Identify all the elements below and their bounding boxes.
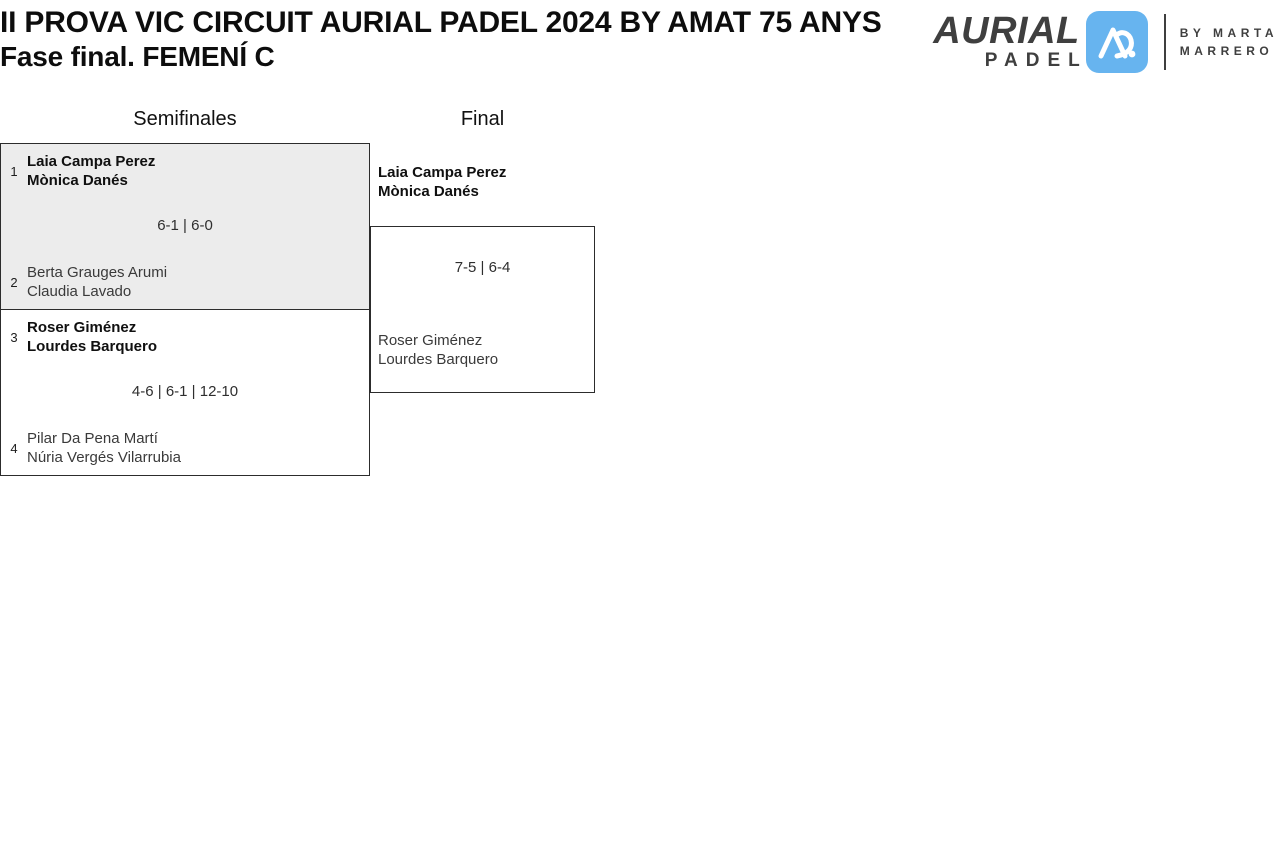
player-name-2: Lourdes Barquero	[27, 338, 158, 355]
player-name-2: Mònica Danés	[378, 183, 479, 200]
player-name-2: Núria Vergés Vilarrubia	[27, 449, 181, 466]
player-name-1: Pilar Da Pena Martí	[27, 430, 158, 447]
player-name-1: Roser Giménez	[27, 319, 137, 336]
player-name-1: Laia Campa Perez	[378, 164, 507, 181]
logo-divider	[1163, 14, 1166, 70]
match-team-bottom[interactable]: 4 Pilar Da Pena Martí Núria Vergés Vilar…	[1, 429, 369, 467]
match-score: 7-5 | 6-4	[454, 259, 511, 276]
tournament-subtitle: Fase final. FEMENÍ C	[0, 41, 275, 72]
match-score: 4-6 | 6-1 | 12-10	[131, 383, 239, 400]
final-team-top[interactable]: Laia Campa Perez Mònica Danés	[378, 163, 506, 201]
tournament-title: II PROVA VIC CIRCUIT AURIAL PADEL 2024 B…	[0, 6, 882, 39]
seed-number: 1	[10, 163, 18, 179]
player-name-1: Berta Grauges Arumi	[27, 264, 168, 281]
logo-padel-text: PADEL	[984, 49, 1088, 71]
player-name-2: Claudia Lavado	[27, 283, 132, 300]
logo-byline: BY MARTA MARRERO	[1180, 24, 1278, 60]
round-header-final: Final	[460, 108, 505, 130]
team-players: Roser Giménez Lourdes Barquero	[27, 318, 369, 356]
ap-monogram-icon	[1085, 11, 1148, 73]
match-team-top[interactable]: 3 Roser Giménez Lourdes Barquero	[1, 318, 369, 356]
seed-number: 3	[10, 329, 18, 345]
title-block: II PROVA VIC CIRCUIT AURIAL PADEL 2024 B…	[0, 6, 882, 74]
team-players: Pilar Da Pena Martí Núria Vergés Vilarru…	[27, 429, 369, 467]
match-semifinal-2[interactable]: 3 Roser Giménez Lourdes Barquero 4-6 | 6…	[0, 309, 370, 476]
match-team-top[interactable]: 1 Laia Campa Perez Mònica Danés	[1, 152, 369, 190]
player-name-2: Lourdes Barquero	[378, 351, 499, 368]
match-semifinal-1[interactable]: 1 Laia Campa Perez Mònica Danés 6-1 | 6-…	[0, 143, 370, 310]
team-players: Berta Grauges Arumi Claudia Lavado	[27, 263, 369, 301]
match-score: 6-1 | 6-0	[157, 217, 213, 234]
player-name-2: Mònica Danés	[27, 172, 128, 189]
page-header: II PROVA VIC CIRCUIT AURIAL PADEL 2024 B…	[0, 0, 1280, 88]
player-name-1: Laia Campa Perez	[27, 153, 156, 170]
aurial-padel-logo: AURIAL PADEL BY MARTA MARRERO	[933, 8, 1278, 76]
logo-aurial-text: AURIAL	[933, 9, 1080, 52]
final-team-bottom[interactable]: Roser Giménez Lourdes Barquero	[378, 331, 498, 369]
logo-byline-2: MARRERO	[1179, 44, 1274, 58]
round-header-semifinales: Semifinales	[133, 108, 237, 130]
team-players: Laia Campa Perez Mònica Danés	[27, 152, 369, 190]
logo-byline-1: BY MARTA	[1179, 26, 1278, 40]
logo-wordmark: AURIAL PADEL	[933, 9, 1080, 72]
seed-number: 4	[10, 440, 18, 456]
player-name-1: Roser Giménez	[378, 332, 483, 349]
match-team-bottom[interactable]: 2 Berta Grauges Arumi Claudia Lavado	[1, 263, 369, 301]
match-final[interactable]: 7-5 | 6-4	[370, 226, 595, 393]
seed-number: 2	[10, 274, 18, 290]
